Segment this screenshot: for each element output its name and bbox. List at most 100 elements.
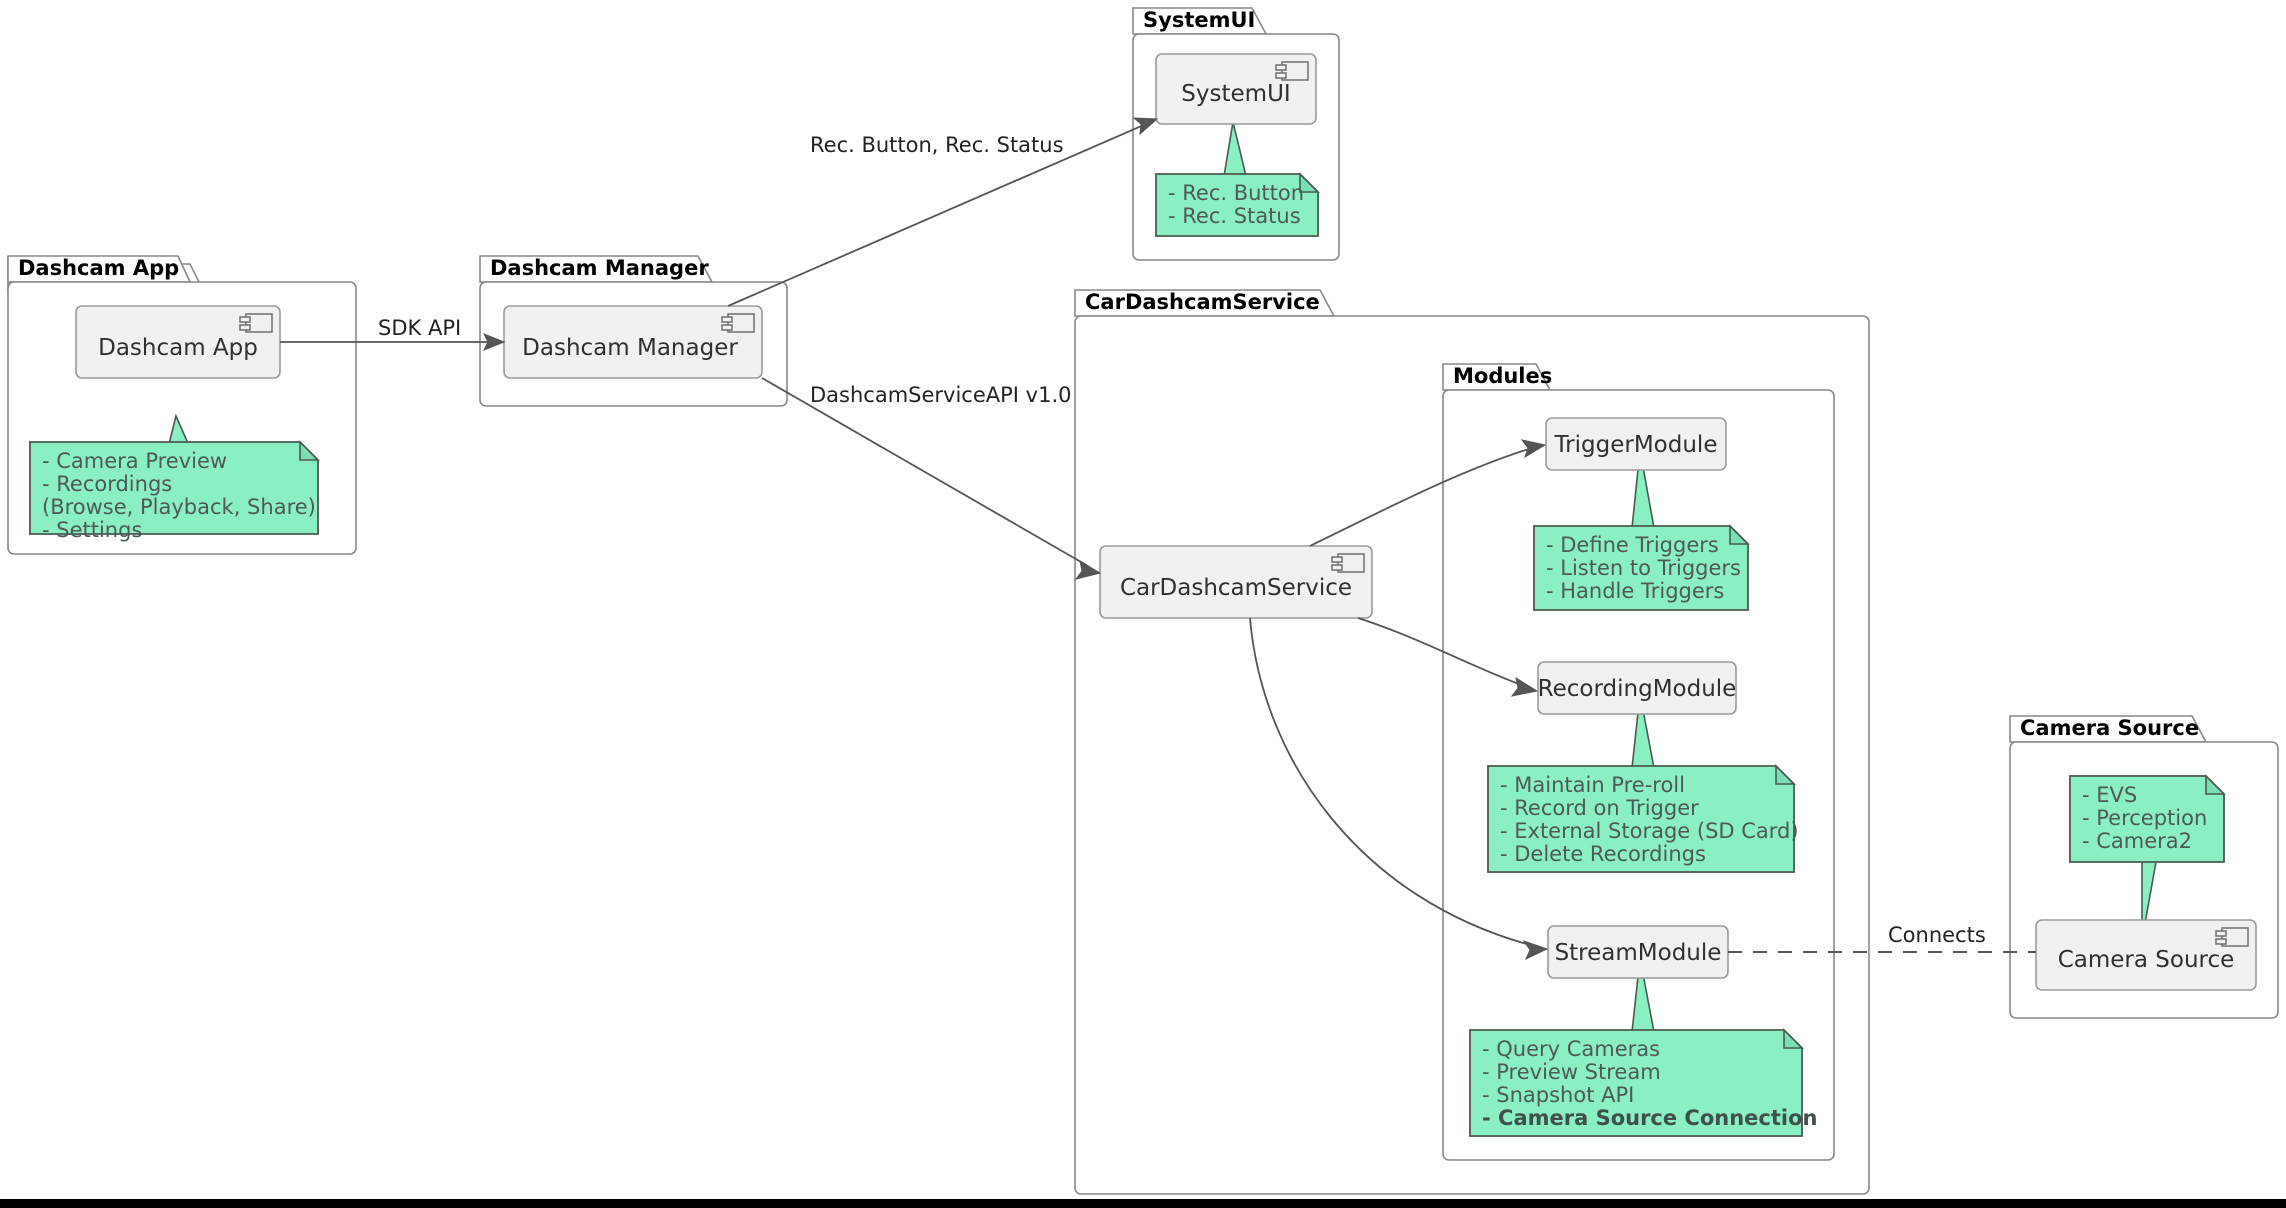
arrowhead-sdk-api — [482, 333, 506, 351]
arrowhead-service-to-trigger-module — [1520, 439, 1547, 459]
note-line: - Camera Preview — [42, 449, 227, 473]
component-icon — [721, 313, 755, 333]
note-body-stream-module — [1469, 1029, 1803, 1137]
edge-dashcam-service-api[interactable]: DashcamServiceAPI v1.0 — [761, 377, 1102, 580]
package-title-dashcam-app: Dashcam App — [18, 256, 179, 280]
note-line: - Delete Recordings — [1500, 842, 1706, 866]
component-icon — [2215, 927, 2249, 947]
package-modules[interactable]: Modules TriggerModule - Define Triggers … — [1442, 363, 1835, 1161]
note-line: - Record on Trigger — [1500, 796, 1699, 820]
note-fold-system-ui — [1299, 172, 1320, 193]
note-body-dashcam-app — [29, 441, 319, 535]
package-camera-source[interactable]: Camera Source - EVS - Perception - Camer… — [2009, 715, 2279, 1019]
note-line: - Preview Stream — [1482, 1060, 1661, 1084]
component-recording-module[interactable]: RecordingModule — [1537, 661, 1737, 715]
component-box-recording-module — [1537, 661, 1737, 715]
edge-rec-button-status[interactable]: Rec. Button, Rec. Status — [727, 117, 1159, 307]
edge-line-service-to-trigger-module — [1309, 447, 1533, 547]
note-line: - External Storage (SD Card) — [1500, 819, 1799, 843]
edge-label-rec-button-status: Rec. Button, Rec. Status — [810, 133, 1064, 157]
edge-service-to-stream-module — [1249, 617, 1549, 961]
package-title-car-dashcam-service: CarDashcamService — [1085, 290, 1320, 314]
component-icon — [1331, 553, 1365, 573]
component-car-dashcam-service[interactable]: CarDashcamService — [1099, 545, 1373, 619]
edge-service-to-recording-module — [1357, 617, 1539, 697]
edge-label-connects: Connects — [1888, 923, 1986, 947]
package-title-camera-source: Camera Source — [2020, 716, 2199, 740]
note-line: - Query Cameras — [1482, 1037, 1660, 1061]
component-dashcam-app[interactable]: Dashcam App — [75, 305, 281, 379]
note-line: - Rec. Button — [1168, 181, 1304, 205]
edge-line-rec-button-status — [727, 123, 1147, 307]
component-label-stream-module: StreamModule — [1555, 940, 1722, 966]
note-trigger-module[interactable]: - Define Triggers - Listen to Triggers -… — [1533, 524, 1750, 611]
arrowhead-dashcam-service-api — [1074, 559, 1102, 580]
component-label-dashcam-manager: Dashcam Manager — [522, 335, 738, 361]
note-fold-trigger-module — [1729, 524, 1750, 545]
edge-sdk-api[interactable]: SDK API — [280, 316, 506, 351]
edge-connects[interactable]: Connects — [1728, 923, 2036, 953]
arrowhead-service-to-stream-module — [1522, 940, 1549, 961]
component-label-camera-source: Camera Source — [2058, 947, 2235, 973]
note-line: - Define Triggers — [1546, 533, 1719, 557]
package-dashcam-app[interactable]: Dashcam App Dashcam App - Camera Preview… — [7, 255, 357, 555]
note-line: - Recordings — [42, 472, 172, 496]
edge-line-service-to-stream-module — [1249, 617, 1535, 947]
component-label-car-dashcam-service: CarDashcamService — [1120, 575, 1352, 601]
note-line: - Camera2 — [2082, 829, 2192, 853]
component-icon — [239, 313, 273, 333]
package-car-dashcam-service[interactable]: CarDashcamService CarDashcamService Modu… — [1074, 289, 1870, 1195]
edge-line-service-to-recording-module — [1357, 617, 1525, 687]
component-label-recording-module: RecordingModule — [1538, 676, 1737, 702]
component-label-system-ui: SystemUI — [1181, 81, 1290, 107]
bottom-border-bar — [0, 1199, 2286, 1208]
note-line-emphasized: - Camera Source Connection — [1482, 1106, 1817, 1130]
component-camera-source[interactable]: Camera Source — [2035, 919, 2257, 991]
note-camera-source[interactable]: - EVS - Perception - Camera2 — [2069, 774, 2226, 863]
note-system-ui[interactable]: - Rec. Button - Rec. Status — [1155, 172, 1320, 237]
note-line: - Listen to Triggers — [1546, 556, 1741, 580]
package-title-system-ui: SystemUI — [1143, 8, 1255, 32]
component-dashcam-manager[interactable]: Dashcam Manager — [503, 305, 763, 379]
component-label-trigger-module: TriggerModule — [1554, 432, 1718, 458]
component-system-ui[interactable]: SystemUI — [1155, 53, 1317, 125]
component-trigger-module[interactable]: TriggerModule — [1545, 417, 1727, 471]
edge-service-to-trigger-module — [1309, 439, 1547, 547]
note-recording-module[interactable]: - Maintain Pre-roll - Record on Trigger … — [1487, 764, 1799, 873]
package-title-dashcam-manager: Dashcam Manager — [490, 256, 709, 280]
note-line: - EVS — [2082, 783, 2137, 807]
package-system-ui[interactable]: SystemUI SystemUI - Rec. Button - Rec. S… — [1132, 7, 1340, 261]
note-fold-recording-module — [1775, 764, 1796, 785]
note-line: - Perception — [2082, 806, 2207, 830]
component-box-system-ui — [1155, 53, 1317, 125]
note-body-camera-source — [2069, 775, 2225, 863]
edge-label-sdk-api: SDK API — [378, 316, 461, 340]
note-body-system-ui — [1155, 173, 1319, 237]
note-line: - Snapshot API — [1482, 1083, 1634, 1107]
component-box-camera-source — [2035, 919, 2257, 991]
edge-line-dashcam-service-api — [761, 377, 1089, 567]
note-line: - Settings — [42, 518, 142, 542]
note-fold-camera-source — [2205, 774, 2226, 795]
note-dashcam-app[interactable]: - Camera Preview - Recordings (Browse, P… — [29, 440, 320, 542]
note-line: (Browse, Playback, Share) — [42, 495, 316, 519]
component-stream-module[interactable]: StreamModule — [1547, 925, 1729, 979]
arrowhead-rec-button-status — [1132, 117, 1159, 136]
note-line: - Handle Triggers — [1546, 579, 1724, 603]
arrowhead-service-to-recording-module — [1510, 676, 1539, 697]
component-box-trigger-module — [1545, 417, 1727, 471]
component-label-dashcam-app: Dashcam App — [98, 335, 258, 361]
package-dashcam-manager[interactable]: Dashcam Manager Dashcam Manager — [479, 255, 788, 407]
note-line: - Maintain Pre-roll — [1500, 773, 1685, 797]
edge-label-dashcam-service-api: DashcamServiceAPI v1.0 — [810, 383, 1072, 407]
package-title-modules: Modules — [1453, 364, 1552, 388]
component-icon — [1275, 61, 1309, 81]
note-stream-module[interactable]: - Query Cameras - Preview Stream - Snaps… — [1469, 1028, 1817, 1137]
note-body-recording-module — [1487, 765, 1795, 873]
note-fold-stream-module — [1783, 1028, 1804, 1049]
note-line: - Rec. Status — [1168, 204, 1301, 228]
component-box-car-dashcam-service — [1099, 545, 1373, 619]
note-body-trigger-module — [1533, 525, 1749, 611]
